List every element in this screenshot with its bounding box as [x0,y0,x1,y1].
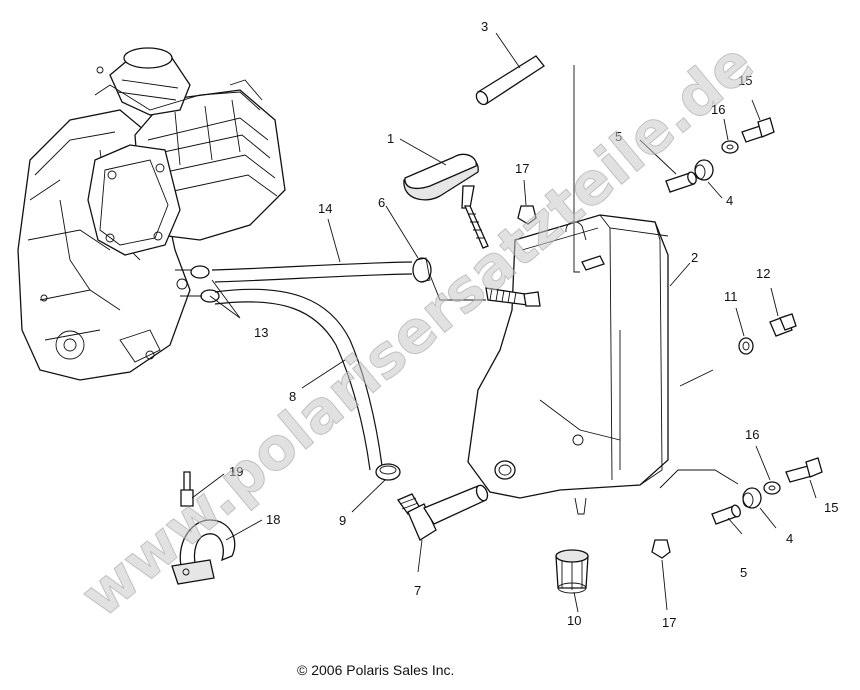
part-5-spacer-upper [665,171,697,193]
callout-16-lower: 16 [745,427,759,442]
callout-13: 13 [254,325,268,340]
callout-8: 8 [289,389,296,404]
part-10-cap [555,549,589,594]
part-4-grommet-lower [742,487,762,509]
callout-14: 14 [318,201,332,216]
part-3-vent-tube [475,55,545,106]
part-1-dipstick [403,153,489,249]
part-16-washer-lower [763,481,781,495]
part-12-plug [769,313,797,337]
engine-illustration [17,47,286,381]
callout-5-upper: 5 [615,129,622,144]
part-17-nut-lower [651,539,671,559]
callout-19: 19 [229,464,243,479]
callout-1: 1 [387,131,394,146]
callout-numbers: 1 2 3 4 4 5 5 6 7 8 9 10 11 12 13 14 15 … [229,19,838,630]
part-5-spacer-lower [711,504,741,525]
callout-17-upper: 17 [515,161,529,176]
callout-11: 11 [724,289,738,304]
leader-lines [191,32,817,613]
part-15-bolt-lower [785,457,823,483]
callout-4-upper: 4 [726,193,733,208]
copyright-notice: © 2006 Polaris Sales Inc. [297,662,454,678]
callout-4-lower: 4 [786,531,793,546]
part-9-clamp [375,463,401,481]
callout-7: 7 [414,583,421,598]
callout-12: 12 [756,266,770,281]
part-2-oil-tank [467,214,669,515]
callout-18: 18 [266,512,280,527]
part-16-washer-upper [721,140,739,154]
part-18-hose-clamp [171,519,236,585]
part-15-bolt-upper [741,117,775,143]
part-17-nut-upper [517,205,537,225]
callout-15-lower: 15 [824,500,838,515]
callout-3: 3 [481,19,488,34]
callout-5-lower: 5 [740,565,747,580]
part-11-washer [738,337,754,355]
callout-15-upper: 15 [738,73,752,88]
part-4-grommet-upper [694,159,714,181]
callout-2: 2 [691,250,698,265]
part-6-clamp [412,257,432,283]
part-19-pin [180,471,194,507]
part-7-elbow [397,484,489,541]
callout-17-lower: 17 [662,615,676,630]
hose-8 [214,288,383,471]
hose-14 [211,261,413,283]
callout-10: 10 [567,613,581,628]
callout-9: 9 [339,513,346,528]
callout-16-upper: 16 [711,102,725,117]
callout-6: 6 [378,195,385,210]
